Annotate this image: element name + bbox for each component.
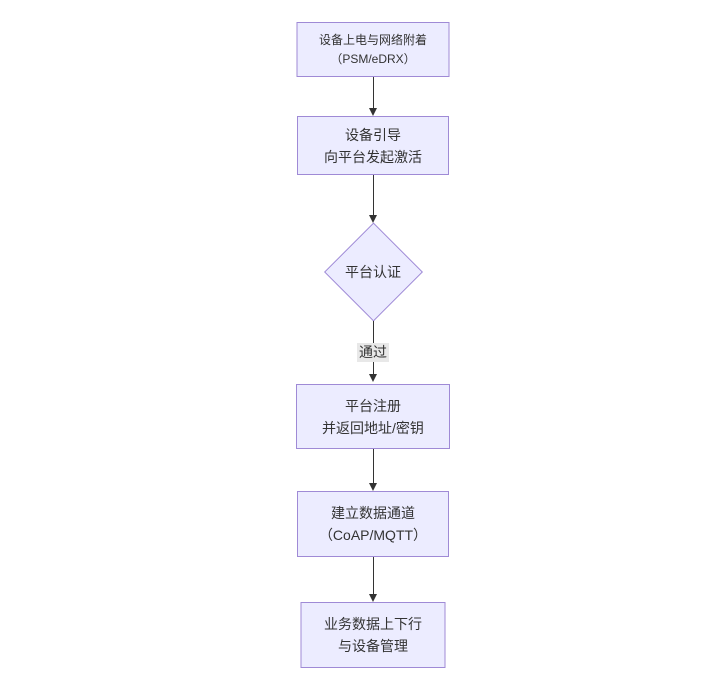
arrow-shaft bbox=[372, 175, 374, 215]
node-bootstrap-line1: 设备引导 bbox=[345, 126, 401, 143]
arrow-shaft bbox=[372, 449, 374, 483]
node-business-data: 业务数据上下行 与设备管理 bbox=[300, 602, 446, 668]
node-register-line1: 平台注册 bbox=[345, 397, 401, 414]
arrowhead-down-icon bbox=[369, 108, 377, 116]
node-platform-auth-label: 平台认证 bbox=[345, 263, 401, 280]
node-business-line1: 业务数据上下行 bbox=[324, 616, 422, 632]
arrowhead-down-icon bbox=[369, 483, 377, 491]
arrow-channel-to-business bbox=[369, 557, 377, 602]
node-platform-auth: 平台认证 bbox=[323, 222, 423, 321]
node-data-channel: 建立数据通道 （CoAP/MQTT） bbox=[297, 491, 449, 557]
edge-label-pass: 通过 bbox=[357, 343, 389, 362]
node-register-line2: 并返回地址/密钥 bbox=[322, 419, 424, 436]
node-bootstrap-line2: 向平台发起激活 bbox=[324, 148, 422, 165]
node-power-attach-line2: （PSM/eDRX） bbox=[330, 51, 416, 66]
node-business-line2: 与设备管理 bbox=[338, 638, 408, 654]
node-power-attach: 设备上电与网络附着 （PSM/eDRX） bbox=[296, 22, 450, 77]
arrowhead-down-icon bbox=[369, 594, 377, 602]
arrow-shaft bbox=[372, 77, 374, 108]
node-channel-line2: （CoAP/MQTT） bbox=[318, 527, 428, 543]
arrowhead-down-icon bbox=[369, 374, 377, 382]
node-bootstrap-activate: 设备引导 向平台发起激活 bbox=[297, 116, 449, 175]
arrow-power-to-bootstrap bbox=[369, 77, 377, 116]
node-channel-line1: 建立数据通道 bbox=[331, 505, 415, 521]
arrowhead-down-icon bbox=[369, 215, 377, 223]
node-power-attach-line1: 设备上电与网络附着 bbox=[318, 32, 427, 47]
arrow-register-to-channel bbox=[369, 449, 377, 491]
arrow-bootstrap-to-auth bbox=[369, 175, 377, 223]
node-platform-register: 平台注册 并返回地址/密钥 bbox=[296, 384, 450, 449]
arrow-shaft bbox=[372, 557, 374, 594]
